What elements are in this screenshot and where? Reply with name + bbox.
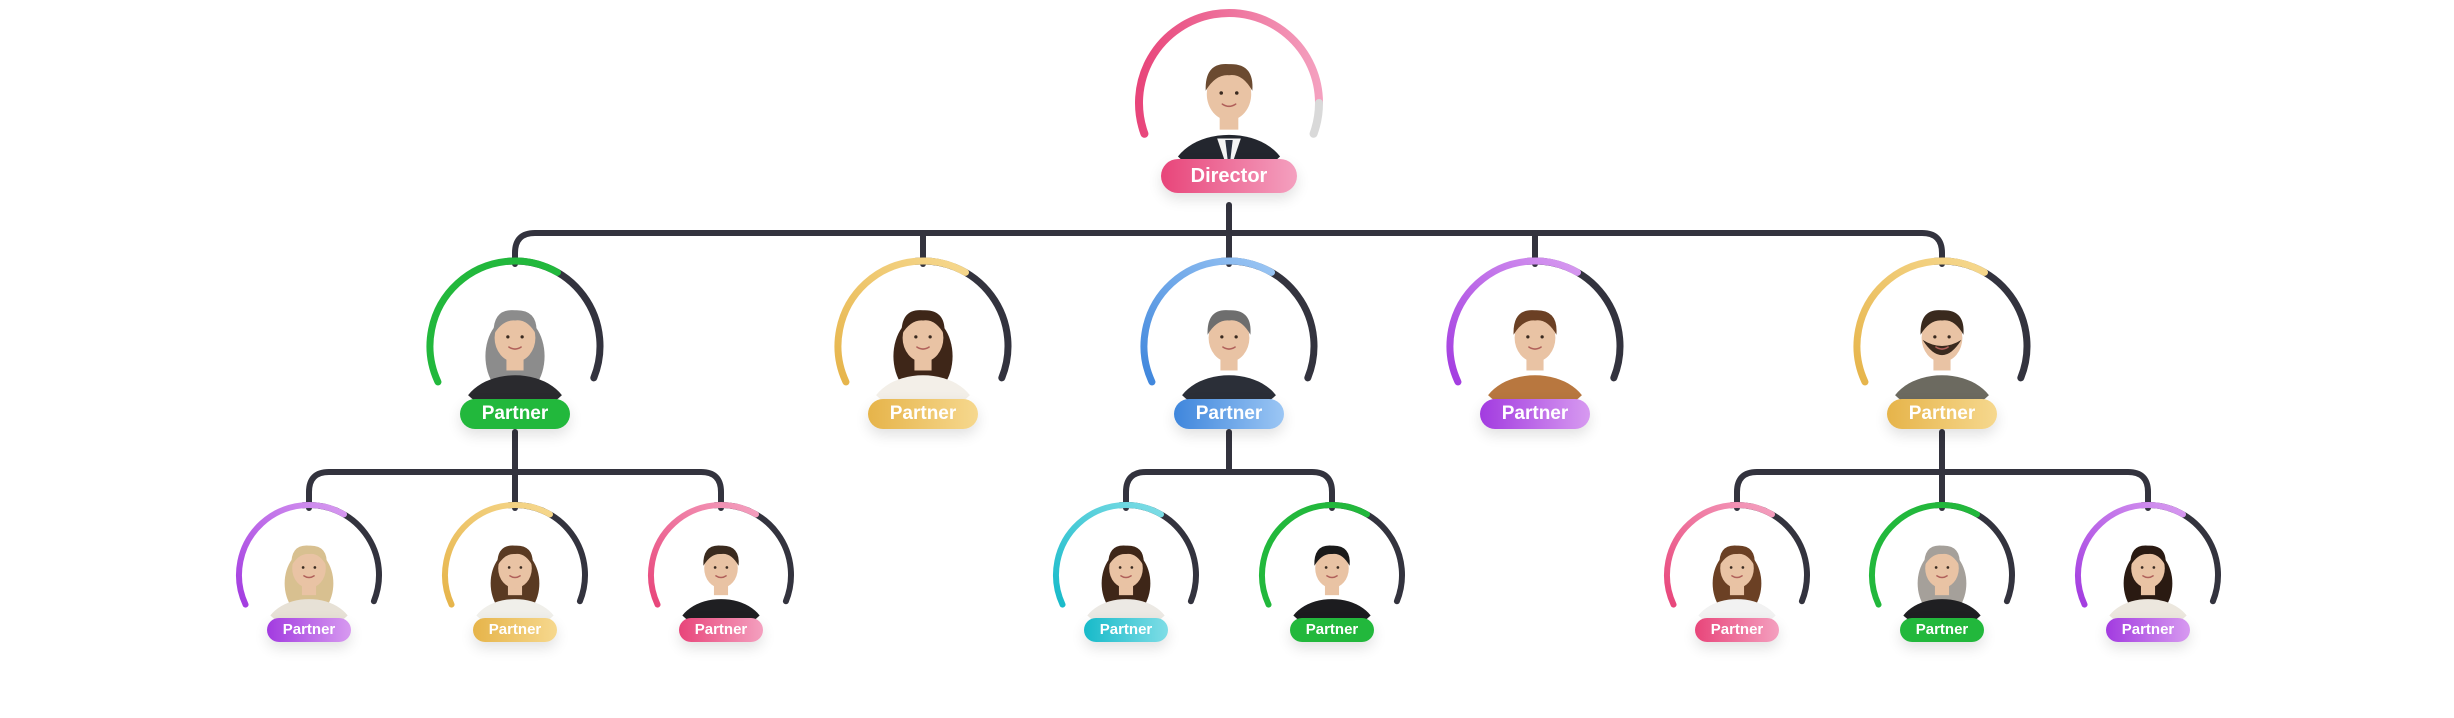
asian-man-avatar: [1288, 545, 1376, 631]
ring-progress-arc: [1853, 257, 1988, 386]
partner-node[interactable]: Partner: [643, 497, 799, 653]
ring-progress-arc: [2075, 502, 2186, 608]
ring-progress-arc: [1135, 8, 1323, 138]
ring-progress-arc: [442, 502, 553, 608]
gray-hair-woman-avatar: [1898, 545, 1986, 631]
ring-progress-arc: [1259, 502, 1370, 608]
ring-progress-arc: [236, 502, 347, 608]
ring-remaining-arc: [1309, 99, 1323, 138]
role-badge: Partner: [1290, 618, 1374, 643]
progress-ring: [1135, 8, 1323, 138]
role-badge: Partner: [473, 618, 557, 643]
dark-curly-woman-avatar: [2104, 545, 2192, 631]
role-badge: Partner: [868, 398, 978, 429]
partner-node[interactable]: Partner: [1848, 252, 2036, 440]
role-badge: Partner: [1174, 398, 1284, 429]
wavy-hair-woman-avatar: [1693, 545, 1781, 631]
ring-progress-arc: [1446, 257, 1581, 386]
progress-ring: [1664, 502, 1810, 608]
partner-node[interactable]: Partner: [1048, 497, 1204, 653]
progress-ring: [1259, 502, 1405, 608]
role-badge: Partner: [267, 618, 351, 643]
long-hair-woman-avatar: [1082, 545, 1170, 631]
ring-progress-arc: [1053, 502, 1164, 608]
young-man-avatar: [677, 545, 765, 631]
role-badge: Partner: [1480, 398, 1590, 429]
progress-ring: [1853, 257, 2031, 386]
ring-progress-arc: [834, 257, 969, 386]
progress-ring: [1446, 257, 1624, 386]
progress-ring: [1140, 257, 1318, 386]
blonde-woman-avatar: [265, 545, 353, 631]
role-badge: Partner: [1695, 618, 1779, 643]
ring-progress-arc: [1664, 502, 1775, 608]
bearded-man-avatar: [1888, 310, 1996, 414]
progress-ring: [236, 502, 382, 608]
partner-node[interactable]: Partner: [1864, 497, 2020, 653]
curly-woman-avatar: [471, 545, 559, 631]
smiling-man-avatar: [1175, 310, 1283, 414]
partner-connector-bar: [1123, 469, 1335, 511]
progress-ring: [1053, 502, 1199, 608]
ring-progress-arc: [648, 502, 759, 608]
partner-node[interactable]: Partner: [1254, 497, 1410, 653]
partner-node[interactable]: Partner: [1659, 497, 1815, 653]
progress-ring: [2075, 502, 2221, 608]
partner-node[interactable]: Partner: [437, 497, 593, 653]
role-badge: Partner: [1900, 618, 1984, 643]
progress-ring: [1869, 502, 2015, 608]
role-badge: Director: [1161, 158, 1297, 193]
partner-node[interactable]: Partner: [1441, 252, 1629, 440]
partner-node[interactable]: Partner: [2070, 497, 2226, 653]
ring-progress-arc: [426, 257, 561, 386]
role-badge: Partner: [679, 618, 763, 643]
partner-node[interactable]: Partner: [231, 497, 387, 653]
man-suit-avatar: [1171, 63, 1287, 177]
older-woman-avatar: [461, 310, 569, 414]
casual-man-avatar: [1481, 310, 1589, 414]
progress-ring: [648, 502, 794, 608]
brunette-woman-avatar: [869, 310, 977, 414]
progress-ring: [442, 502, 588, 608]
role-badge: Partner: [460, 398, 570, 429]
partner-node[interactable]: Partner: [1135, 252, 1323, 440]
role-badge: Partner: [2106, 618, 2190, 643]
ring-progress-arc: [1140, 257, 1275, 386]
director-node[interactable]: Director: [1129, 3, 1329, 203]
progress-ring: [426, 257, 604, 386]
role-badge: Partner: [1084, 618, 1168, 643]
ring-progress-arc: [1869, 502, 1980, 608]
partner-node[interactable]: Partner: [421, 252, 609, 440]
partner-node[interactable]: Partner: [829, 252, 1017, 440]
progress-ring: [834, 257, 1012, 386]
role-badge: Partner: [1887, 398, 1997, 429]
